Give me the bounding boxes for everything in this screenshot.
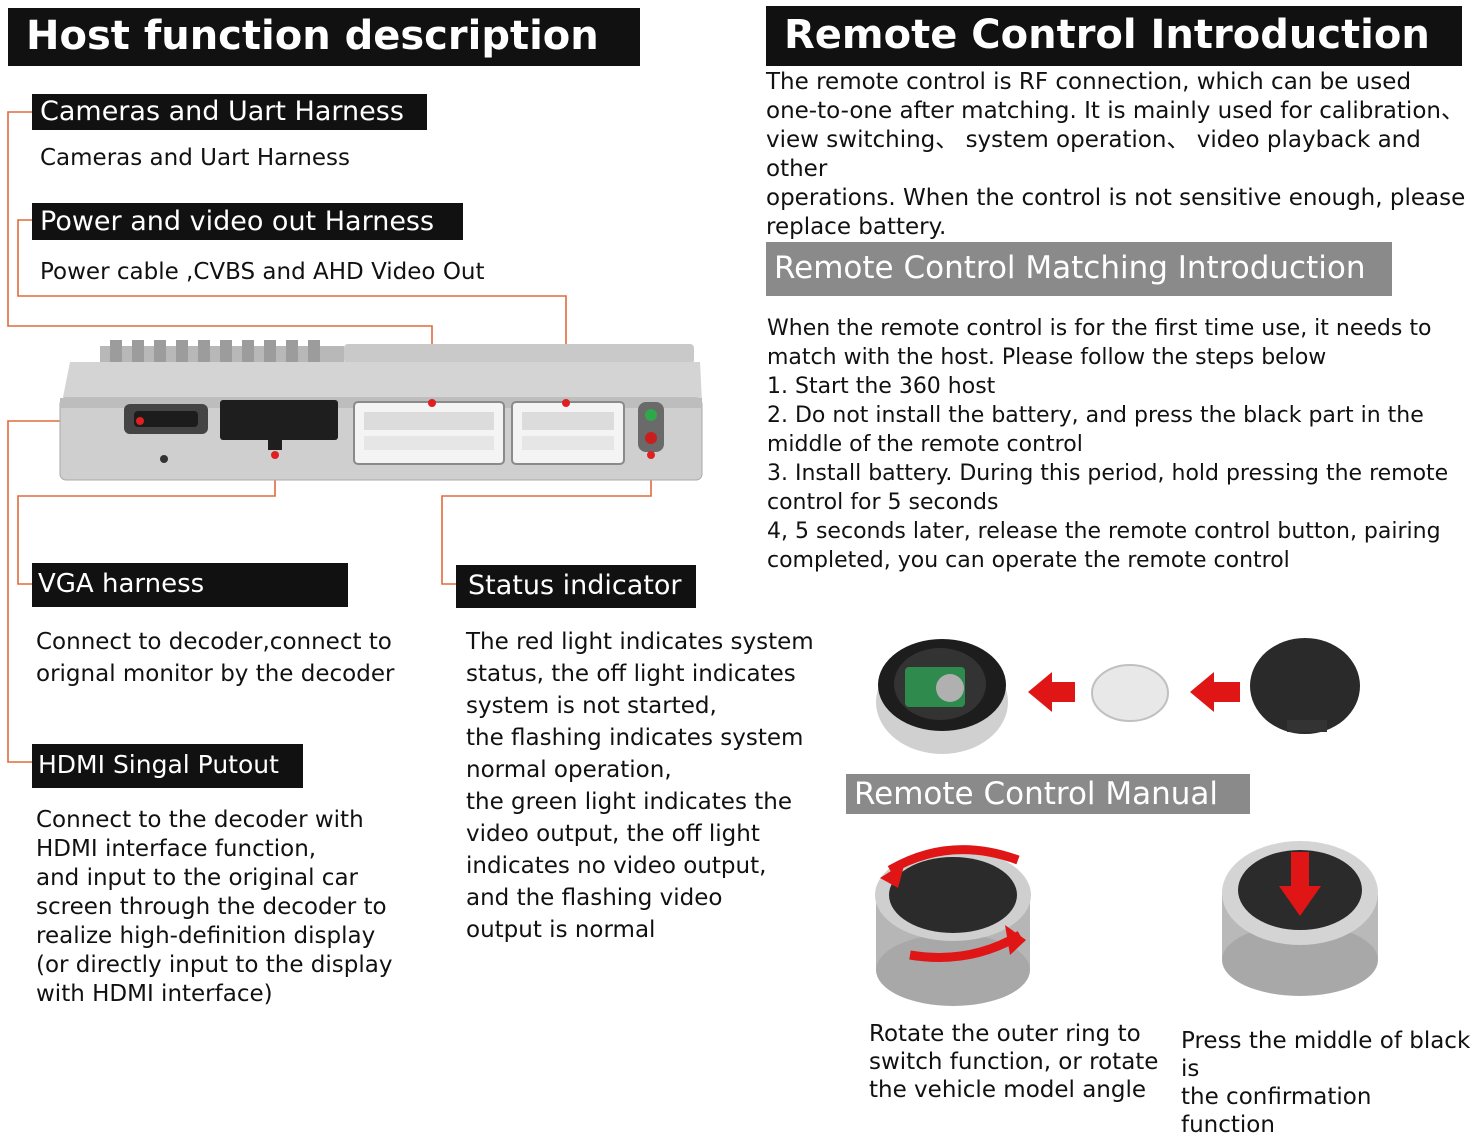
press-knob-illustration xyxy=(1222,841,1378,996)
remote-control-title: Remote Control Introduction xyxy=(766,6,1462,66)
status-indicator-heading: Status indicator xyxy=(456,565,696,608)
remote-control-intro: The remote control is RF connection, whi… xyxy=(766,69,1466,240)
rotate-caption: Rotate the outer ring to switch function… xyxy=(869,1021,1159,1103)
manual-heading: Remote Control Manual xyxy=(846,774,1250,814)
matching-steps: When the remote control is for the first… xyxy=(767,316,1449,573)
cameras-uart-text: Cameras and Uart Harness xyxy=(40,145,350,171)
vga-harness-heading: VGA harness xyxy=(32,563,348,607)
power-video-heading: Power and video out Harness xyxy=(32,203,463,240)
host-diagram xyxy=(7,111,1378,1006)
press-caption: Press the middle of black is the confirm… xyxy=(1181,1028,1471,1138)
hdmi-output-heading: HDMI Singal Putout xyxy=(32,744,303,788)
power-video-text: Power cable ,CVBS and AHD Video Out xyxy=(40,259,485,285)
vga-harness-text: Connect to decoder,connect to orignal mo… xyxy=(36,629,395,687)
cameras-uart-heading: Cameras and Uart Harness xyxy=(32,94,427,130)
host-device xyxy=(59,340,703,481)
matching-heading: Remote Control Matching Introduction xyxy=(766,242,1392,296)
rotate-knob-illustration xyxy=(875,845,1031,1006)
hdmi-output-text: Connect to the decoder with HDMI interfa… xyxy=(36,807,393,1007)
status-indicator-text: The red light indicates system status, t… xyxy=(466,629,814,943)
host-function-title: Host function description xyxy=(8,8,640,66)
battery-install-illustration xyxy=(876,638,1360,754)
